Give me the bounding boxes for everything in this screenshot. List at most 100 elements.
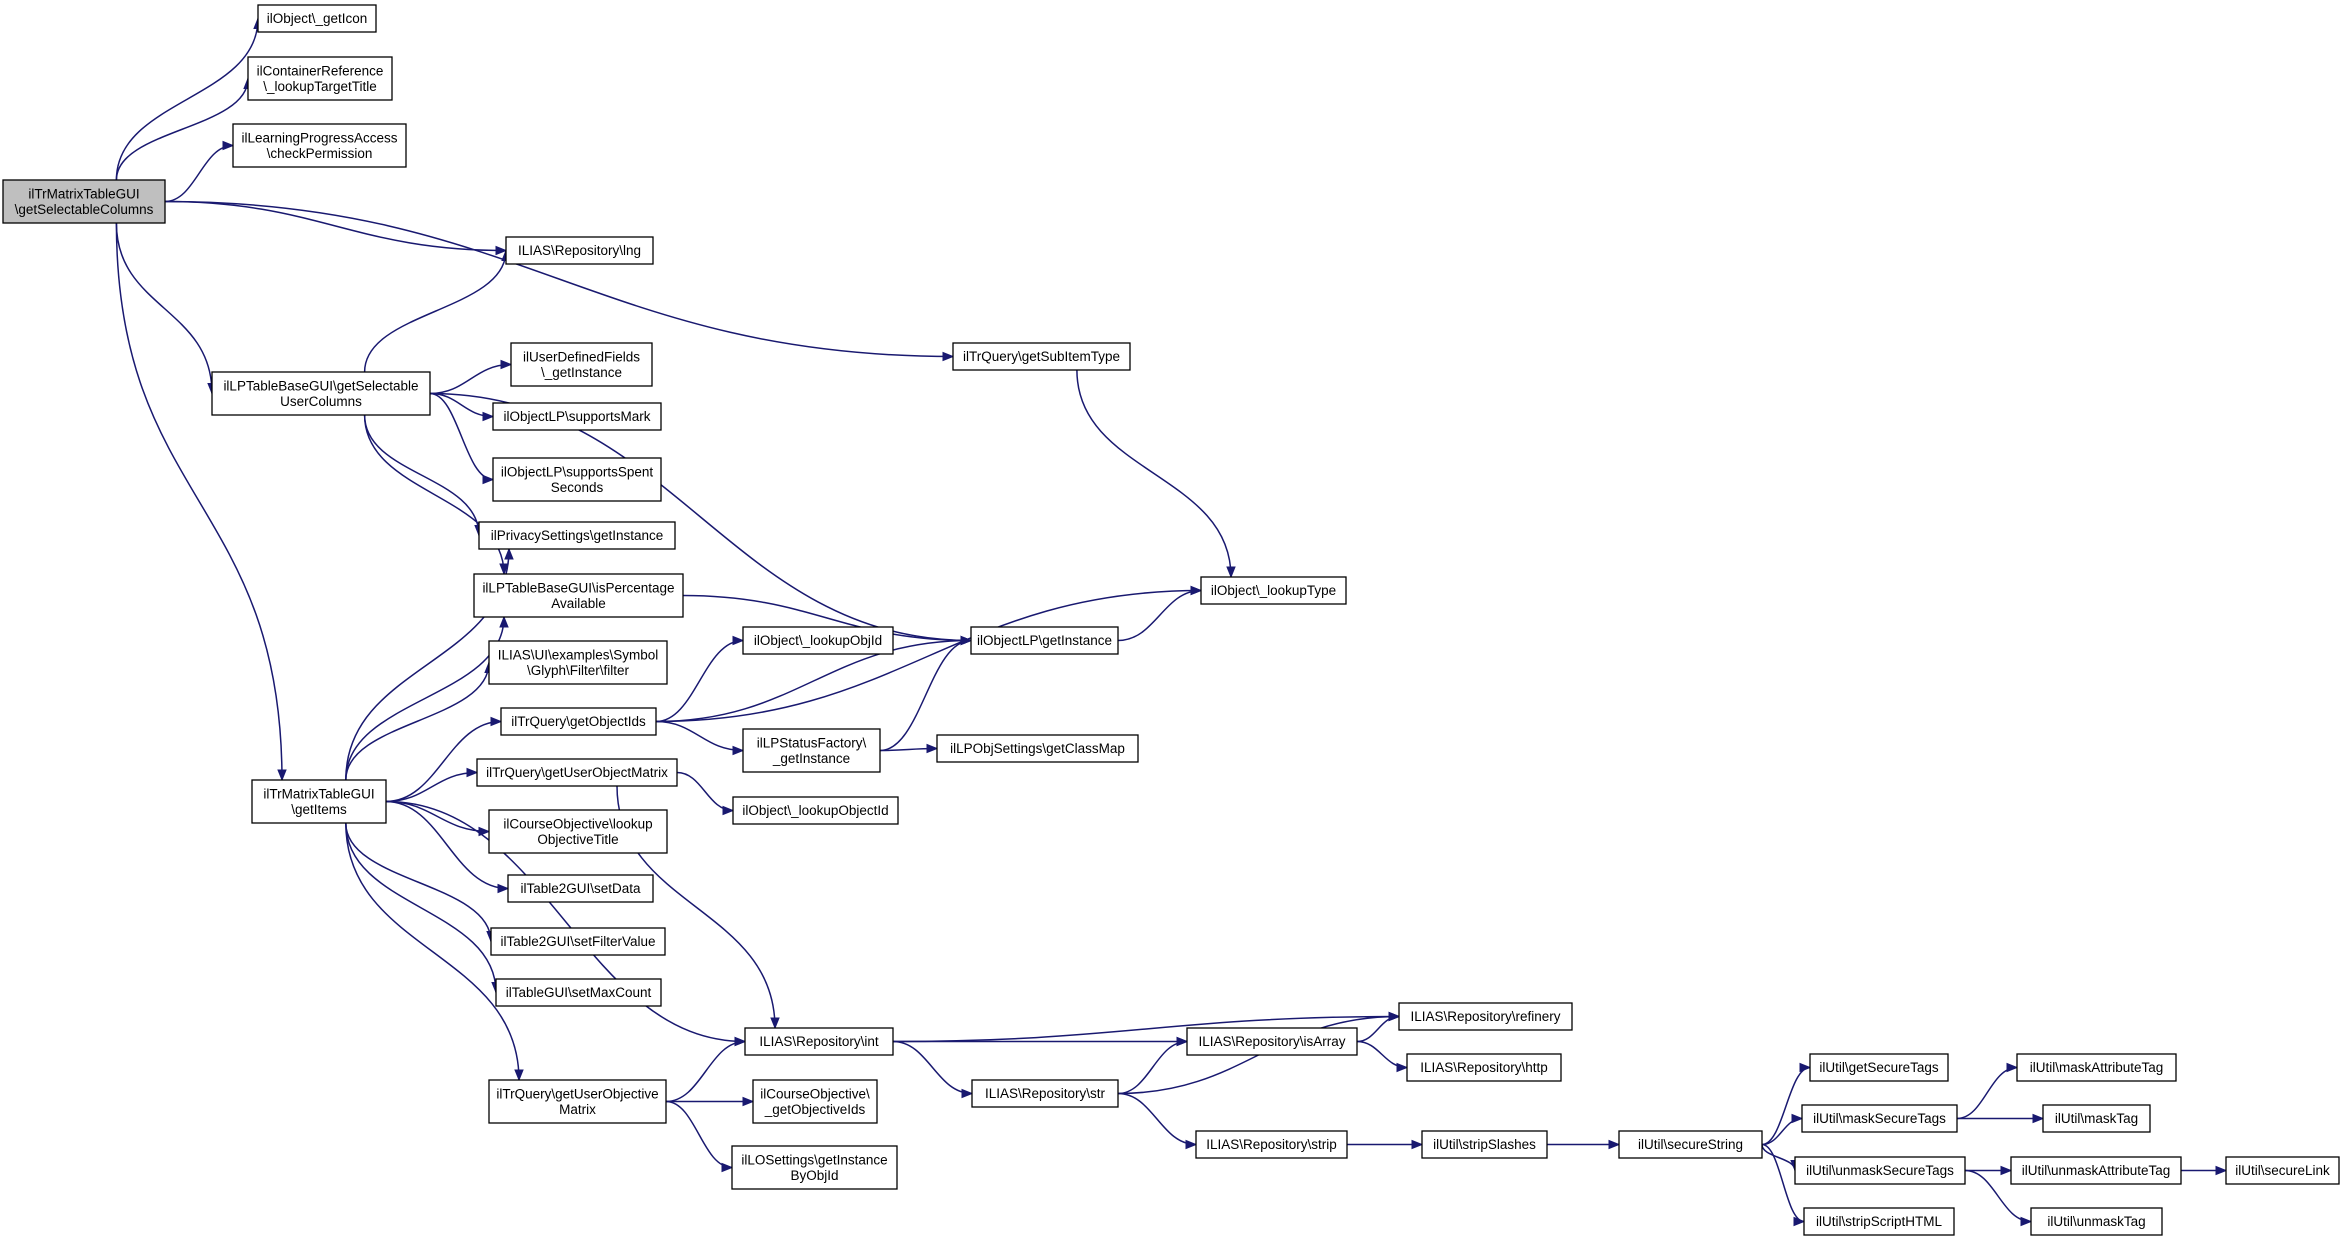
node-lookupObjectId[interactable]: ilObject\_lookupObjectId [732,796,899,825]
node-unmaskSecureTags[interactable]: ilUtil\unmaskSecureTags [1794,1156,1966,1185]
node-box [1618,1130,1763,1159]
node-getObjectiveIds[interactable]: ilCourseObjective\_getObjectiveIds [752,1079,878,1124]
node-secureString[interactable]: ilUtil\secureString [1618,1130,1763,1159]
node-isArray[interactable]: ILIAS\Repository\isArray [1186,1027,1358,1056]
node-checkPermission[interactable]: ilLearningProgressAccess\checkPermission [232,123,407,168]
node-lookupObjId[interactable]: ilObject\_lookupObjId [742,626,894,655]
arrowhead [2006,1062,2019,1073]
edge-line [115,78,249,181]
node-label: ilTable2GUI\setFilterValue [500,934,655,949]
node-getObjectIds[interactable]: ilTrQuery\getObjectIds [500,707,657,736]
node-label: ilCourseObjective\ [760,1086,870,1101]
edge-root-to-getSubItemType [164,200,955,362]
node-setFilterValue[interactable]: ilTable2GUI\setFilterValue [490,927,666,956]
node-secureLink[interactable]: ilUtil\secureLink [2225,1156,2340,1185]
node-getClassMap[interactable]: ilLPObjSettings\getClassMap [936,734,1139,763]
node-maskAttributeTag[interactable]: ilUtil\maskAttributeTag [2016,1053,2177,1082]
node-getItems[interactable]: ilTrMatrixTableGUI\getItems [251,779,387,824]
edge-line [345,662,490,781]
node-maskSecureTags[interactable]: ilUtil\maskSecureTags [1801,1104,1958,1133]
node-privacyGetInstance[interactable]: ilPrivacySettings\getInstance [478,521,676,550]
arrowhead [1185,1139,1198,1150]
edge-root-to-lng [164,200,508,256]
node-getUserObjectMatrix[interactable]: ilTrQuery\getUserObjectMatrix [476,758,678,787]
node-box [952,342,1131,371]
node-root[interactable]: ilTrMatrixTableGUI\getSelectableColumns [2,179,166,224]
node-stripSlashes[interactable]: ilUtil\stripSlashes [1421,1130,1548,1159]
node-supportsMark[interactable]: ilObjectLP\supportsMark [492,402,662,431]
node-label: ILIAS\Repository\int [759,1034,879,1049]
edge-secureString-to-stripScriptHTML [1761,1143,1806,1227]
node-label: ilLPObjSettings\getClassMap [950,741,1125,756]
node-label: ILIAS\Repository\strip [1206,1137,1337,1152]
edge-line [1117,1040,1188,1095]
node-box [500,707,657,736]
node-getSubItemType[interactable]: ilTrQuery\getSubItemType [952,342,1131,371]
edge-line [1117,1092,1197,1146]
node-unmaskTag[interactable]: ilUtil\unmaskTag [2030,1207,2163,1236]
node-str[interactable]: ILIAS\Repository\str [971,1079,1119,1108]
edge-line [385,800,490,833]
node-setMaxCount[interactable]: ilTableGUI\setMaxCount [495,978,662,1007]
node-lookupTargetTitle[interactable]: ilContainerReference\_lookupTargetTitle [247,56,393,101]
node-label: ilObjectLP\getInstance [977,633,1112,648]
arrowhead [1190,585,1203,596]
node-http[interactable]: ILIAS\Repository\http [1406,1053,1562,1082]
node-label: ilLPTableBaseGUI\isPercentage [482,580,674,595]
node-lookupType[interactable]: ilObject\_lookupType [1200,576,1347,605]
node-box [742,626,894,655]
node-label: ilUtil\maskAttributeTag [2030,1060,2164,1075]
edge-getUserObjectiveMatrix-to-getInstanceByObjId [665,1100,734,1173]
node-label: ilTrMatrixTableGUI [28,186,139,201]
edge-line [363,414,505,575]
node-box [488,1079,667,1124]
edge-root-to-getItems [115,222,287,782]
node-getIcon[interactable]: ilObject\_getIcon [257,4,377,33]
node-label: ilTrQuery\getObjectIds [511,714,646,729]
node-label: ilTableGUI\setMaxCount [506,985,652,1000]
node-lpStatusFactory[interactable]: ilLPStatusFactory\_getInstance [742,728,881,773]
edge-line [115,18,259,181]
node-objectLPGetInstance[interactable]: ilObjectLP\getInstance [970,626,1119,655]
node-setData[interactable]: ilTable2GUI\setData [507,874,654,903]
node-udfGetInstance[interactable]: ilUserDefinedFields\_getInstance [510,342,653,387]
node-strip[interactable]: ILIAS\Repository\strip [1195,1130,1348,1159]
node-refinery[interactable]: ILIAS\Repository\refinery [1398,1002,1573,1031]
node-filter[interactable]: ILIAS\UI\examples\Symbol\Glyph\Filter\fi… [488,640,668,685]
node-label: ilUtil\unmaskTag [2047,1214,2145,1229]
node-box [1186,1027,1358,1056]
node-label: Seconds [551,480,604,495]
node-label: ilObject\_lookupObjId [754,633,882,648]
node-box [257,4,377,33]
node-stripScriptHTML[interactable]: ilUtil\stripScriptHTML [1803,1207,1955,1236]
edge-root-to-lookupTargetTitle [115,77,253,181]
node-label: ilUtil\maskSecureTags [1813,1111,1946,1126]
arrowhead [514,1069,524,1082]
node-box [473,573,684,618]
edge-line [665,1040,746,1103]
node-unmaskAttributeTag[interactable]: ilUtil\unmaskAttributeTag [2010,1156,2182,1185]
node-label: ILIAS\UI\examples\Symbol [498,647,659,662]
node-label: ILIAS\Repository\http [1420,1060,1548,1075]
edge-line [363,414,480,536]
node-maskTag[interactable]: ilUtil\maskTag [2042,1104,2151,1133]
node-getSecureTags[interactable]: ilUtil\getSecureTags [1809,1053,1949,1082]
node-getSelectableUserColumns[interactable]: ilLPTableBaseGUI\getSelectableUserColumn… [211,371,431,416]
arrowhead [1388,1011,1401,1022]
node-label: ilTrMatrixTableGUI [263,786,374,801]
node-box [1421,1130,1548,1159]
edge-line [676,771,734,812]
node-box [488,809,668,854]
edge-line [164,144,234,203]
node-label: UserColumns [280,394,362,409]
node-label: ilUtil\stripSlashes [1433,1137,1536,1152]
node-box [2,179,166,224]
node-int[interactable]: ILIAS\Repository\int [744,1027,894,1056]
node-lng[interactable]: ILIAS\Repository\lng [505,236,654,265]
